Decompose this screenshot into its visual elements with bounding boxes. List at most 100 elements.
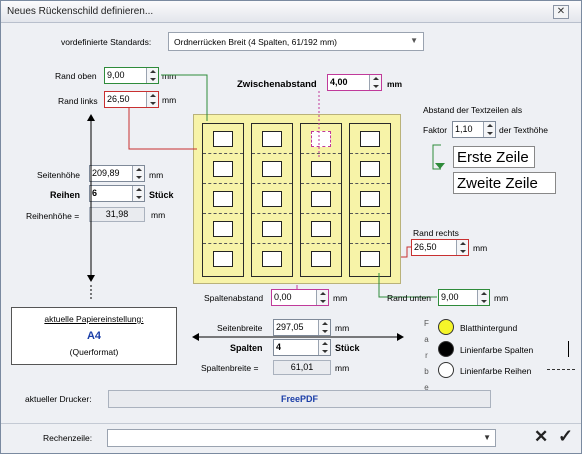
rand-links-spinner[interactable]: 26,50 <box>104 91 159 108</box>
spaltenabstand-label: Spaltenabstand <box>204 293 264 303</box>
faktor-spinner[interactable]: 1,10 <box>452 121 496 138</box>
blatthintergrund-label: Blatthintergund <box>460 323 518 333</box>
spaltenabstand-value: 0,00 <box>274 292 292 302</box>
rand-unten-label: Rand unten <box>387 293 431 303</box>
seitenhoehe-value: 209,89 <box>92 168 120 178</box>
spinner-arrows-icon[interactable] <box>146 92 158 107</box>
farben-vertical-label: F a r b e n <box>422 319 431 407</box>
faktor-suffix: der Texthöhe <box>499 125 548 135</box>
spaltenbreite-value: 61,01 <box>273 360 331 375</box>
rand-rechts-label: Rand rechts <box>413 228 459 238</box>
column-line-sample <box>568 341 569 357</box>
window-title: Neues Rückenschild definieren... <box>7 6 154 17</box>
standards-label: vordefinierte Standards: <box>61 37 152 47</box>
faktor-label: Faktor <box>423 125 448 135</box>
spinner-arrows-icon[interactable] <box>318 320 330 335</box>
seitenhoehe-label: Seitenhöhe <box>37 170 81 180</box>
seitenbreite-label: Seitenbreite <box>217 323 263 333</box>
preview-column <box>300 123 342 277</box>
paper-format: A4 <box>86 330 102 342</box>
spalten-value: 4 <box>276 342 282 352</box>
paper-settings-heading: aktuelle Papiereinstellung: <box>44 314 144 324</box>
spinner-arrows-icon[interactable] <box>146 68 158 83</box>
spinner-arrows-icon[interactable] <box>477 290 489 305</box>
rand-oben-label: Rand oben <box>55 71 97 81</box>
faktor-value: 1,10 <box>455 124 473 134</box>
drucker-label: aktueller Drucker: <box>25 394 92 404</box>
seitenhoehe-unit: mm <box>149 170 164 180</box>
chevron-down-icon[interactable]: ▼ <box>483 433 491 442</box>
rand-links-unit: mm <box>162 95 177 105</box>
textzeilen-heading: Abstand der Textzeilen als <box>423 105 523 115</box>
rand-unten-spinner[interactable]: 9,00 <box>438 289 490 306</box>
rand-unten-value: 9,00 <box>441 292 459 302</box>
seitenhoehe-spinner[interactable]: 209,89 <box>89 165 145 182</box>
spalten-unit: Stück <box>335 343 360 353</box>
connector-lines <box>87 74 445 341</box>
standards-dropdown[interactable]: Ordnerrücken Breit (4 Spalten, 61/192 mm… <box>168 32 424 51</box>
blatthintergrund-color-swatch[interactable] <box>438 319 454 335</box>
spinner-arrows-icon[interactable] <box>318 340 330 355</box>
rand-links-value: 26,50 <box>107 94 130 104</box>
spinner-arrows-icon[interactable] <box>369 75 381 90</box>
cancel-button[interactable]: ✕ <box>534 427 549 446</box>
preview-line-2: Zweite Zeile <box>453 172 556 194</box>
ok-button[interactable]: ✓ <box>558 426 574 446</box>
spaltenabstand-unit: mm <box>333 293 348 303</box>
title-bar: Neues Rückenschild definieren... ✕ <box>1 1 581 23</box>
paper-settings-box: aktuelle Papiereinstellung: A4 (Querform… <box>11 307 177 365</box>
rechenzeile-input[interactable]: ▼ <box>107 429 496 447</box>
preview-column <box>202 123 244 277</box>
zwischenabstand-spinner[interactable]: 4,00 <box>327 74 382 91</box>
paper-orientation: (Querformat) <box>69 347 119 357</box>
spinner-arrows-icon[interactable] <box>132 186 144 201</box>
rand-rechts-unit: mm <box>473 243 488 253</box>
seitenbreite-unit: mm <box>335 323 350 333</box>
spinner-arrows-icon[interactable] <box>316 290 328 305</box>
preview-column <box>251 123 293 277</box>
spaltenbreite-unit: mm <box>335 363 350 373</box>
rand-links-label: Rand links <box>58 96 98 106</box>
drucker-value: FreePDF <box>280 394 318 404</box>
spalten-spinner[interactable]: 4 <box>273 339 331 356</box>
spinner-arrows-icon[interactable] <box>456 240 468 255</box>
linienfarbe-reihen-color-swatch[interactable] <box>438 362 454 378</box>
rand-oben-spinner[interactable]: 9,00 <box>104 67 159 84</box>
zwischenabstand-value: 4,00 <box>330 77 348 87</box>
linienfarbe-spalten-color-swatch[interactable] <box>438 341 454 357</box>
spaltenbreite-label: Spaltenbreite = <box>201 363 259 373</box>
reihenhoehe-unit: mm <box>151 210 166 220</box>
spaltenabstand-spinner[interactable]: 0,00 <box>271 289 329 306</box>
preview-line-1: Erste Zeile <box>453 146 535 168</box>
spalten-label: Spalten <box>230 343 263 353</box>
rand-unten-unit: mm <box>494 293 509 303</box>
reihenhoehe-value: 31,98 <box>89 207 145 222</box>
seitenbreite-value: 297,05 <box>276 322 304 332</box>
preview-column <box>349 123 391 277</box>
close-button[interactable]: ✕ <box>553 5 569 19</box>
bottom-bar: Rechenzeile: ▼ ✕ ✓ <box>1 423 581 453</box>
linienfarbe-spalten-label: Linienfarbe Spalten <box>460 345 534 355</box>
reihenhoehe-label: Reihenhöhe = <box>26 211 80 221</box>
rechenzeile-label: Rechenzeile: <box>43 433 93 443</box>
linienfarbe-reihen-label: Linienfarbe Reihen <box>460 366 532 376</box>
row-line-sample <box>547 369 575 370</box>
spinner-arrows-icon[interactable] <box>483 122 495 137</box>
zwischenabstand-label: Zwischenabstand <box>237 79 317 90</box>
rand-oben-unit: mm <box>162 71 177 81</box>
reihen-spinner[interactable]: 6 <box>89 185 145 202</box>
chevron-down-icon: ▼ <box>410 36 418 45</box>
reihen-label: Reihen <box>50 190 81 200</box>
seitenbreite-spinner[interactable]: 297,05 <box>273 319 331 336</box>
rand-oben-value: 9,00 <box>107 70 125 80</box>
zwischenabstand-unit: mm <box>387 79 403 89</box>
reihen-unit: Stück <box>149 190 174 200</box>
rand-rechts-spinner[interactable]: 26,50 <box>411 239 469 256</box>
rand-rechts-value: 26,50 <box>414 242 437 252</box>
standards-value: Ordnerrücken Breit (4 Spalten, 61/192 mm… <box>174 37 337 47</box>
reihen-value: 6 <box>92 188 98 198</box>
drucker-field[interactable]: FreePDF <box>108 390 491 408</box>
page-preview <box>193 114 401 284</box>
spinner-arrows-icon[interactable] <box>132 166 144 181</box>
